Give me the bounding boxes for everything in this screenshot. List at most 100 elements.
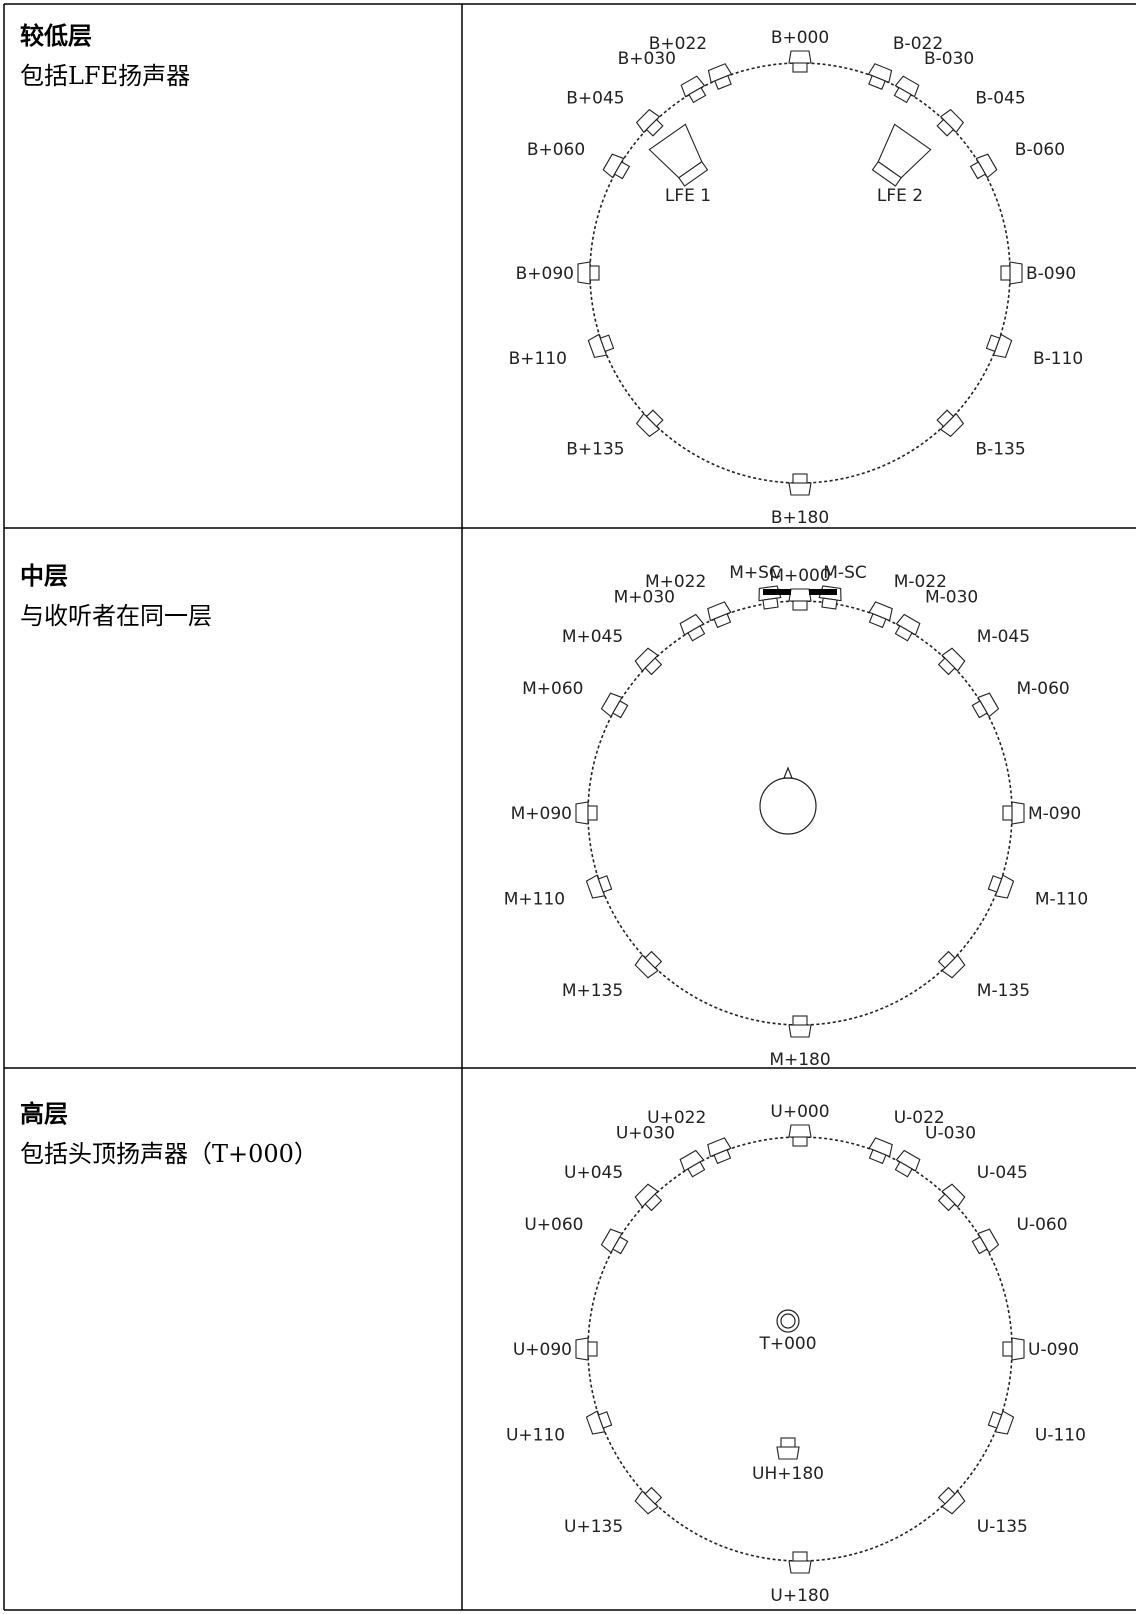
speaker-label: B-135 bbox=[975, 439, 1025, 459]
speaker-B+000 bbox=[788, 50, 812, 73]
speaker-body bbox=[792, 1136, 808, 1147]
speaker-cone bbox=[788, 1124, 812, 1138]
speaker-B-022 bbox=[867, 63, 893, 90]
speaker-label: B-022 bbox=[893, 34, 943, 54]
speaker-M+045 bbox=[634, 647, 663, 676]
overhead-speaker-inner bbox=[780, 1313, 796, 1329]
speaker-cone bbox=[1011, 1337, 1025, 1361]
speaker-body bbox=[894, 625, 913, 642]
speaker-U+030 bbox=[679, 1149, 706, 1178]
speaker-label: M-022 bbox=[894, 572, 947, 592]
speaker-body bbox=[894, 1161, 913, 1178]
speaker-body bbox=[971, 1236, 988, 1255]
speaker-U+022 bbox=[707, 1137, 732, 1165]
speaker-label: U-022 bbox=[894, 1108, 945, 1128]
speaker-U-135 bbox=[937, 1486, 966, 1515]
speaker-label: M+180 bbox=[769, 1050, 830, 1070]
speaker-body bbox=[985, 334, 1001, 353]
speaker-M+180 bbox=[788, 1015, 812, 1038]
speaker-label: M-110 bbox=[1035, 890, 1088, 910]
speaker-B-045 bbox=[936, 108, 965, 137]
speaker-B+090 bbox=[577, 261, 600, 285]
speaker-label: B-030 bbox=[924, 49, 974, 69]
lfe-label: LFE 2 bbox=[877, 186, 923, 206]
speaker-cone bbox=[941, 647, 966, 672]
listener-nose bbox=[783, 766, 793, 779]
speaker-cone bbox=[1009, 261, 1023, 285]
speaker-M+090 bbox=[575, 801, 598, 825]
speaker-cone bbox=[575, 801, 589, 825]
speaker-body bbox=[792, 473, 808, 484]
speaker-B-060 bbox=[969, 153, 998, 180]
speaker-body bbox=[644, 657, 663, 676]
speaker-M+030 bbox=[679, 613, 706, 642]
speaker-M-135 bbox=[937, 950, 966, 979]
speaker-body bbox=[893, 86, 912, 104]
speaker-body bbox=[713, 613, 732, 629]
sc-bar-right bbox=[809, 589, 837, 595]
speaker-cone bbox=[1011, 801, 1025, 825]
overhead-label: T+000 bbox=[758, 1334, 816, 1354]
speaker-U+135 bbox=[634, 1486, 663, 1515]
speaker-label: U+180 bbox=[770, 1586, 829, 1606]
speaker-body bbox=[644, 950, 663, 969]
speaker-body bbox=[587, 1341, 598, 1357]
lfe-speaker bbox=[648, 123, 709, 187]
speaker-cone bbox=[941, 1183, 966, 1208]
speaker-label: U+030 bbox=[616, 1124, 675, 1144]
speaker-body bbox=[987, 1411, 1003, 1429]
speaker-body bbox=[612, 700, 629, 719]
speaker-M-110 bbox=[987, 874, 1015, 899]
speaker-body bbox=[937, 950, 956, 969]
speaker-M-045 bbox=[937, 647, 966, 676]
speaker-label: B-045 bbox=[975, 89, 1025, 109]
speaker-label: M+110 bbox=[504, 890, 565, 910]
speaker-cone bbox=[975, 153, 998, 179]
speaker-cone bbox=[577, 261, 591, 285]
speaker-label: B+180 bbox=[771, 508, 829, 528]
speaker-body bbox=[937, 657, 956, 676]
speaker-body bbox=[937, 1486, 956, 1505]
speaker-label: B+022 bbox=[649, 34, 707, 54]
speaker-body bbox=[868, 74, 886, 90]
speaker-body bbox=[971, 700, 988, 719]
speaker-cone bbox=[992, 333, 1013, 358]
listener-head bbox=[759, 777, 817, 835]
speaker-body bbox=[868, 613, 887, 629]
speaker-cone bbox=[679, 1149, 705, 1172]
speaker-label: B+045 bbox=[566, 89, 624, 109]
speaker-body bbox=[821, 597, 838, 610]
speaker-body bbox=[644, 1193, 663, 1212]
speaker-U+180 bbox=[788, 1551, 812, 1574]
speaker-label: U+090 bbox=[513, 1340, 572, 1360]
speaker-B+180 bbox=[788, 473, 812, 496]
speaker-cone bbox=[634, 1490, 659, 1515]
speaker-label: B-090 bbox=[1026, 264, 1076, 284]
speaker-body bbox=[1000, 265, 1011, 281]
speaker-cone bbox=[939, 412, 965, 438]
lfe-label: LFE 1 bbox=[665, 186, 711, 206]
speaker-cone bbox=[868, 601, 893, 622]
speaker-body bbox=[780, 1437, 796, 1448]
speaker-M-060 bbox=[971, 692, 1000, 719]
speaker-label: U-030 bbox=[925, 1124, 976, 1144]
speaker-label: M+090 bbox=[511, 804, 572, 824]
speaker-cone bbox=[788, 50, 812, 64]
speaker-body bbox=[713, 1149, 732, 1165]
speaker-body bbox=[1002, 1341, 1013, 1357]
speaker-body bbox=[644, 1486, 663, 1505]
speaker-cone bbox=[707, 601, 732, 622]
speaker-UH+180 bbox=[776, 1437, 800, 1460]
speaker-cone bbox=[867, 63, 893, 84]
speaker-cone bbox=[634, 1183, 659, 1208]
speaker-label: U+000 bbox=[770, 1102, 829, 1122]
speaker-body bbox=[792, 62, 808, 73]
speaker-label: UH+180 bbox=[752, 1464, 824, 1484]
speaker-label: M+000 bbox=[769, 566, 830, 586]
speaker-body bbox=[645, 409, 664, 428]
speaker-body bbox=[987, 875, 1003, 893]
speaker-B-090 bbox=[1000, 261, 1023, 285]
